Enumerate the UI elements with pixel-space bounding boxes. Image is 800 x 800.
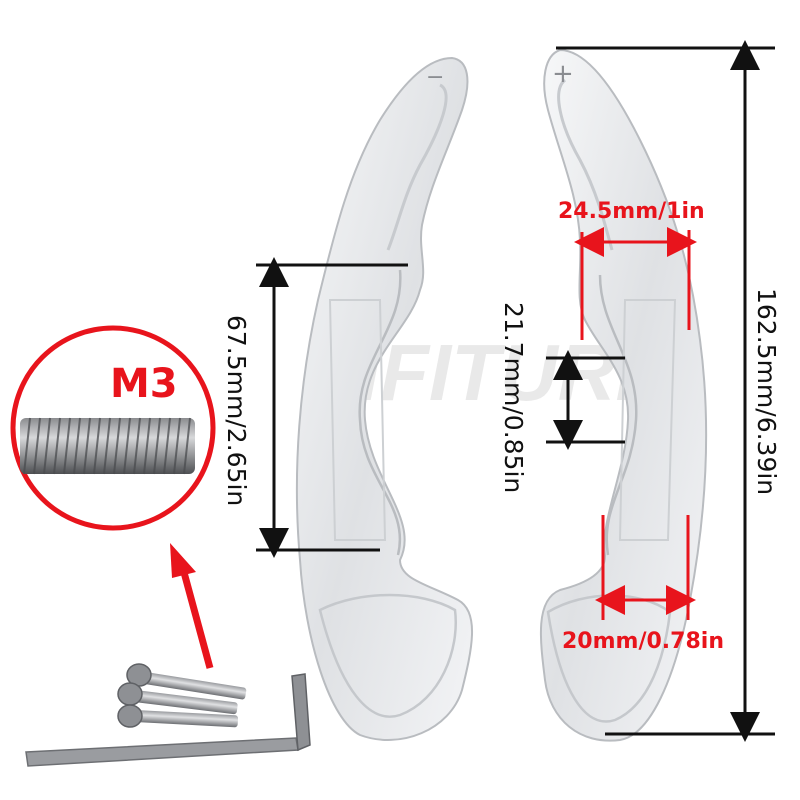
plus-icon: +: [552, 59, 574, 89]
gap-dimension: 21.7mm/0.85in: [499, 302, 625, 493]
right-paddle: +: [539, 48, 708, 742]
left-height-label: 67.5mm/2.65in: [222, 315, 251, 506]
pointer-arrow: [170, 543, 214, 669]
hex-key: [25, 673, 311, 767]
top-width-label: 24.5mm/1in: [558, 199, 705, 224]
m3-thread-image: [20, 417, 195, 475]
m3-label: M3: [110, 361, 178, 407]
m3-callout: M3: [10, 325, 216, 531]
bolt: [117, 704, 239, 728]
bolt: [117, 682, 238, 715]
gap-label: 21.7mm/0.85in: [499, 302, 528, 493]
top-width-dimension: 24.5mm/1in: [558, 199, 705, 340]
minus-icon: −: [426, 65, 444, 90]
total-height-label: 162.5mm/6.39in: [752, 288, 781, 495]
plus-symbol: +: [552, 59, 574, 89]
total-height-dimension: 162.5mm/6.39in: [556, 40, 781, 742]
bolt: [126, 663, 247, 700]
bottom-width-label: 20mm/0.78in: [562, 629, 724, 654]
left-height-dimension: 67.5mm/2.65in: [222, 257, 408, 558]
bolts: [117, 663, 247, 728]
left-paddle: −: [295, 56, 474, 741]
bottom-width-dimension: 20mm/0.78in: [562, 515, 724, 654]
